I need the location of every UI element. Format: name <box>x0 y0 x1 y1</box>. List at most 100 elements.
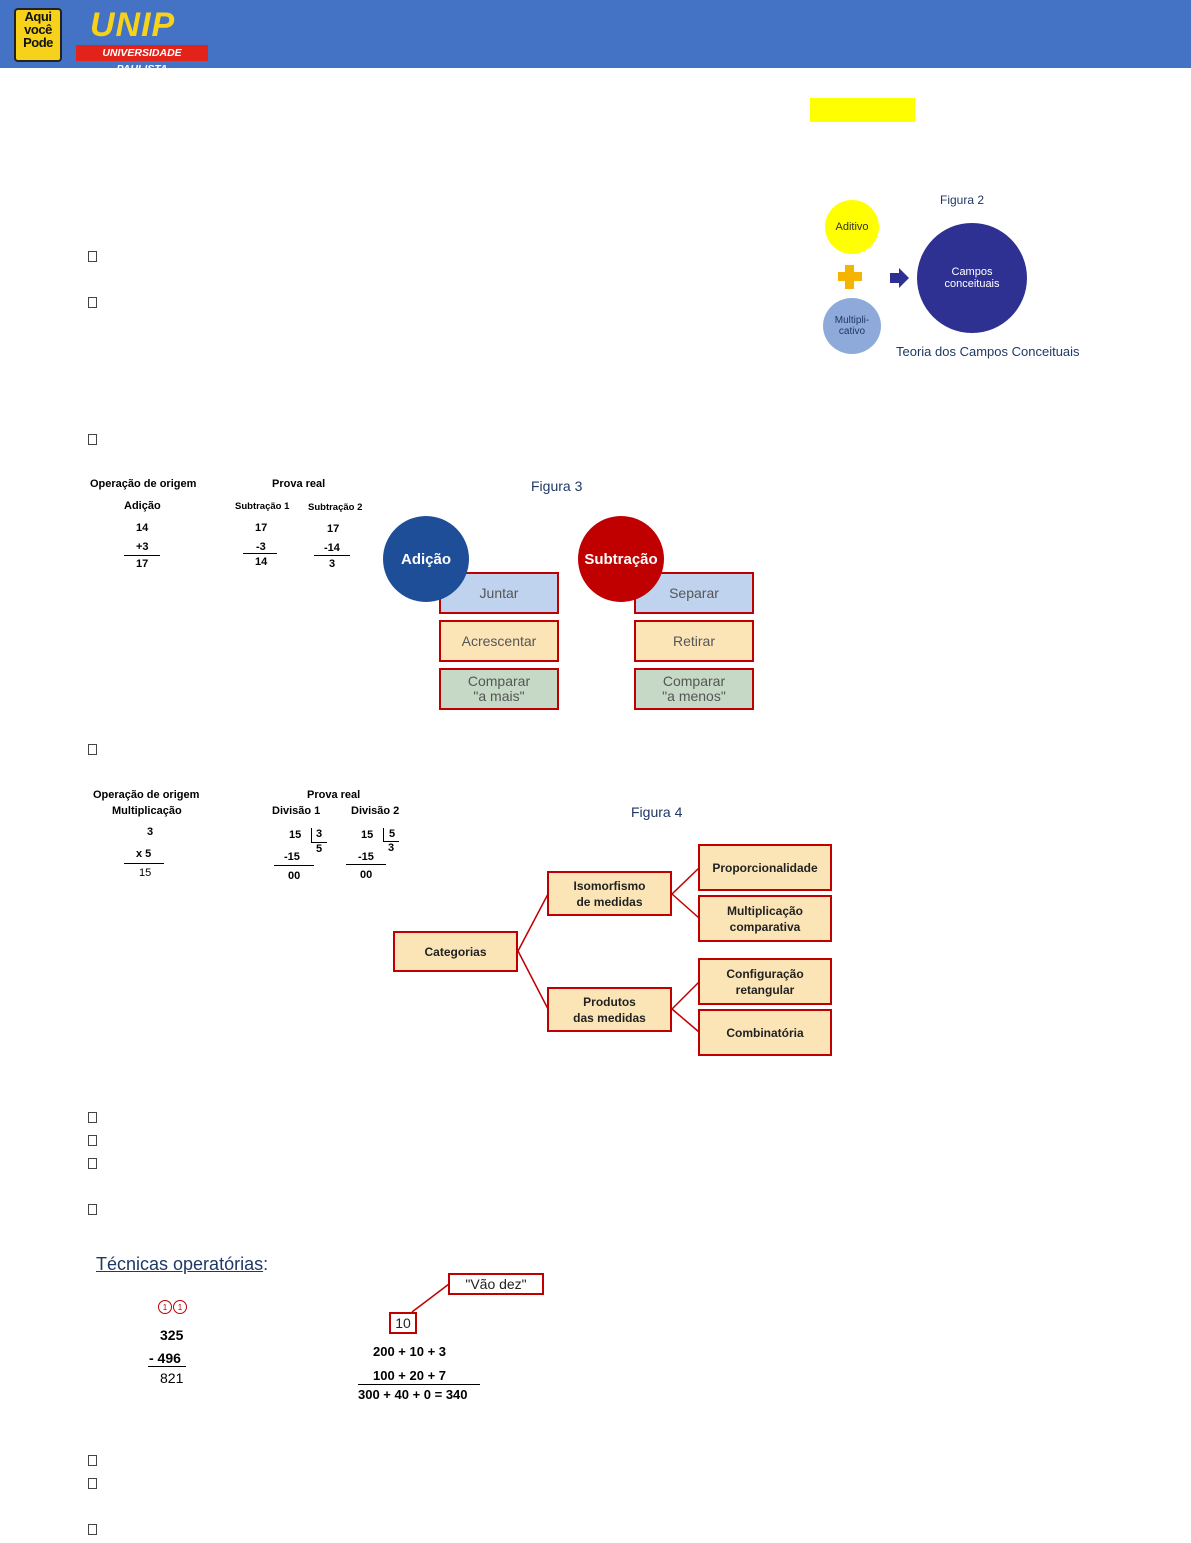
configuracao-retangular-box: Configuração retangular <box>698 958 832 1005</box>
tecnicas-colon: : <box>263 1254 269 1274</box>
sub-value: -15 <box>358 851 374 863</box>
ten-box: 10 <box>389 1312 417 1334</box>
figura4-title: Figura 4 <box>631 804 683 820</box>
proporcionalidade-box: Proporcionalidade <box>698 844 832 891</box>
sub2-title: Subtração 2 <box>308 502 363 513</box>
sub-top: 325 <box>160 1327 184 1343</box>
tecnicas-title: Técnicas operatórias <box>96 1254 264 1274</box>
figura3-title: Figura 3 <box>531 478 583 494</box>
quociente: 3 <box>388 842 395 854</box>
calc-line1: 200 + 10 + 3 <box>373 1344 447 1359</box>
prova-title: Prova real <box>272 478 326 490</box>
calc-line2: 100 + 20 + 7 <box>373 1368 447 1383</box>
node-label: Multiplicação comparativa <box>726 903 803 934</box>
multiplicacao-comparativa-box: Multiplicação comparativa <box>698 895 832 942</box>
arrow-right-icon <box>890 268 909 288</box>
callout-line <box>411 1283 450 1313</box>
sum-line <box>274 865 314 866</box>
divisor: 3 <box>316 828 323 840</box>
carry-digit: 1 <box>158 1300 172 1314</box>
sub-result: 821 <box>160 1370 184 1386</box>
aditivo-label: Aditivo <box>835 221 869 233</box>
bullet-icon <box>88 434 97 445</box>
dividendo: 15 <box>289 829 302 841</box>
value: 14 <box>255 556 268 568</box>
sub-bottom: - 496 <box>149 1350 181 1366</box>
prova-title: Prova real <box>307 789 361 801</box>
adicao-circle: Adição <box>383 516 469 602</box>
sum-line <box>346 864 386 865</box>
carry-label: 1 <box>162 1302 168 1312</box>
calc-line3: 300 + 40 + 0 = 340 <box>358 1387 468 1402</box>
value: 15 <box>139 867 152 879</box>
node-label: Proporcionalidade <box>712 860 818 875</box>
adicao-label: Adição <box>400 550 451 568</box>
box-label: Separar <box>669 584 719 601</box>
sum-line <box>124 863 164 864</box>
unip-logo: UNIP <box>90 6 176 44</box>
node-label: Isomorfismo de medidas <box>573 878 646 909</box>
div1-title: Divisão 1 <box>272 805 321 817</box>
bullet-icon <box>88 1204 97 1215</box>
bullet-icon <box>88 744 97 755</box>
node-label: Categorias <box>424 944 487 959</box>
vao-dez-label: "Vão dez" <box>465 1276 527 1292</box>
box-label: Comparar "a mais" <box>467 673 531 704</box>
tecnicas-heading: Técnicas operatórias: <box>96 1254 268 1275</box>
box-comparar-mais: Comparar "a mais" <box>439 668 559 710</box>
value: 17 <box>255 522 268 534</box>
value: 17 <box>136 558 149 570</box>
sub1-title: Subtração 1 <box>235 501 290 512</box>
origem-title: Operação de origem <box>90 478 197 490</box>
value: 3 <box>147 826 154 838</box>
carry-digit: 1 <box>173 1300 187 1314</box>
multiplicativo-label: Multipli- cativo <box>834 315 870 337</box>
box-label: Retirar <box>672 632 715 649</box>
isomorfismo-box: Isomorfismo de medidas <box>547 871 672 916</box>
divisor: 5 <box>389 828 396 840</box>
value: x 5 <box>136 848 152 860</box>
value: +3 <box>136 541 149 553</box>
sum-line <box>148 1366 186 1367</box>
logo-badge-line: você <box>24 22 52 37</box>
highlight-mark <box>810 98 915 122</box>
sub-value: -15 <box>284 851 300 863</box>
teoria-caption: Teoria dos Campos Conceituais <box>896 344 1080 359</box>
node-label: Combinatória <box>726 1025 804 1040</box>
sum-line <box>314 555 350 556</box>
bullet-icon <box>88 1478 97 1489</box>
origem-title: Operação de origem <box>93 789 200 801</box>
logo-badge-line: Pode <box>23 35 53 50</box>
categorias-box: Categorias <box>393 931 518 972</box>
resto: 00 <box>288 870 301 882</box>
logo-badge-line: Aqui <box>24 9 52 24</box>
sum-line <box>358 1384 480 1385</box>
box-label: Acrescentar <box>461 632 537 649</box>
value: 17 <box>327 523 340 535</box>
vao-dez-box: "Vão dez" <box>448 1273 544 1295</box>
division-bar <box>311 842 327 843</box>
produtos-box: Produtos das medidas <box>547 987 672 1032</box>
box-comparar-menos: Comparar "a menos" <box>634 668 754 710</box>
subtracao-circle: Subtração <box>578 516 664 602</box>
quociente: 5 <box>316 843 323 855</box>
subtracao-label: Subtração <box>584 550 658 568</box>
bullet-icon <box>88 297 97 308</box>
unip-subtitle: UNIVERSIDADE PAULISTA <box>76 45 208 75</box>
division-bar <box>383 828 384 842</box>
bullet-icon <box>88 1455 97 1466</box>
figura2-title: Figura 2 <box>940 193 985 207</box>
bullet-icon <box>88 1158 97 1169</box>
campos-label: Campos conceituais <box>944 266 1000 290</box>
resto: 00 <box>360 869 373 881</box>
value: 14 <box>136 522 149 534</box>
sum-line <box>124 555 160 556</box>
division-bar <box>311 828 312 842</box>
origem-sub: Multiplicação <box>112 805 182 817</box>
multiplicativo-circle: Multipli- cativo <box>823 298 881 354</box>
aditivo-circle: Aditivo <box>825 200 879 254</box>
node-label: Produtos das medidas <box>573 994 646 1025</box>
carry-label: 1 <box>177 1302 183 1312</box>
box-retirar: Retirar <box>634 620 754 662</box>
box-label: Comparar "a menos" <box>662 673 726 704</box>
